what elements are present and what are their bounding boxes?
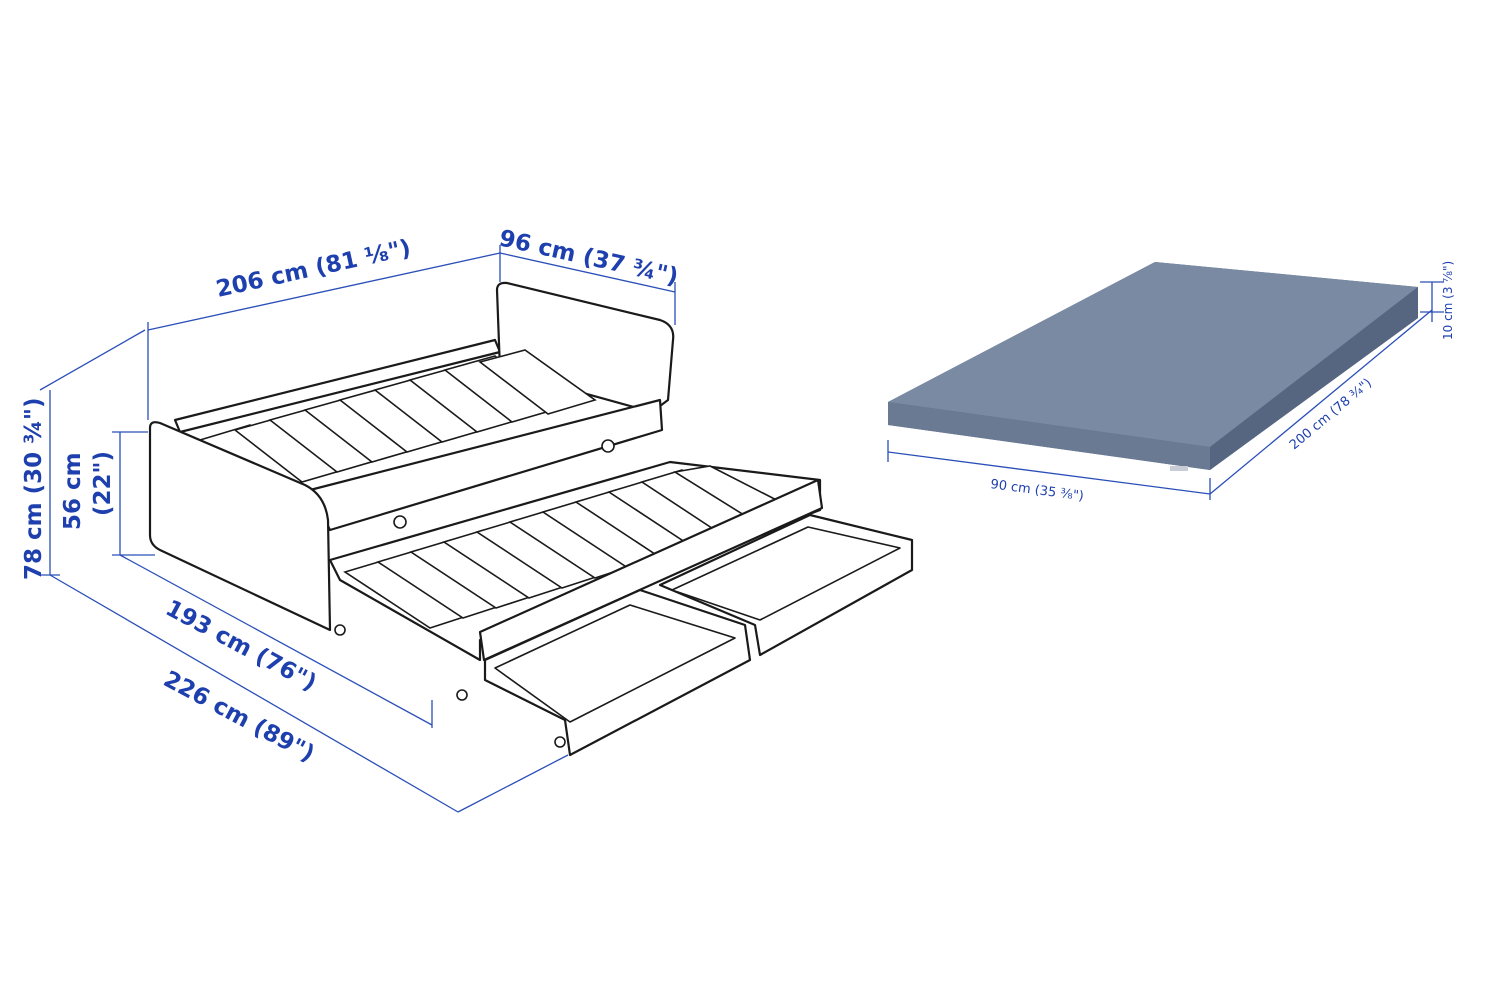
footboard [148,421,332,632]
mattress-width-label: 90 cm (35 ⅜") [989,477,1084,504]
caster [456,689,468,701]
mattress-tag [1170,466,1188,471]
upper-slats [198,349,597,493]
daybed-illustration [148,281,914,757]
mattress-top [888,262,1418,447]
mattress-end-face [1210,287,1418,470]
bed-dimension-lines [39,245,676,813]
mattress-front-face [888,402,1210,470]
caster [554,736,566,748]
bed-length-top-label: 206 cm (81 ⅛") [214,235,413,303]
bed-total-height-label: 78 cm (30 ¾") [21,398,47,580]
bed-side-height-inch-label: (22") [90,451,116,516]
frame-knob-left [393,515,407,529]
frame-knob-right [601,439,615,453]
caster [334,624,346,636]
drawer-left-inner [494,604,736,723]
mattress-dimension-lines [887,281,1444,500]
mattress-thickness-label: 10 cm (3 ⅞") [1441,261,1455,340]
mattress-illustration [888,262,1418,471]
drawer-right-inner [671,526,901,621]
trundle-front-rail [478,478,824,662]
bed-side-height-label: 56 cm [60,452,86,530]
